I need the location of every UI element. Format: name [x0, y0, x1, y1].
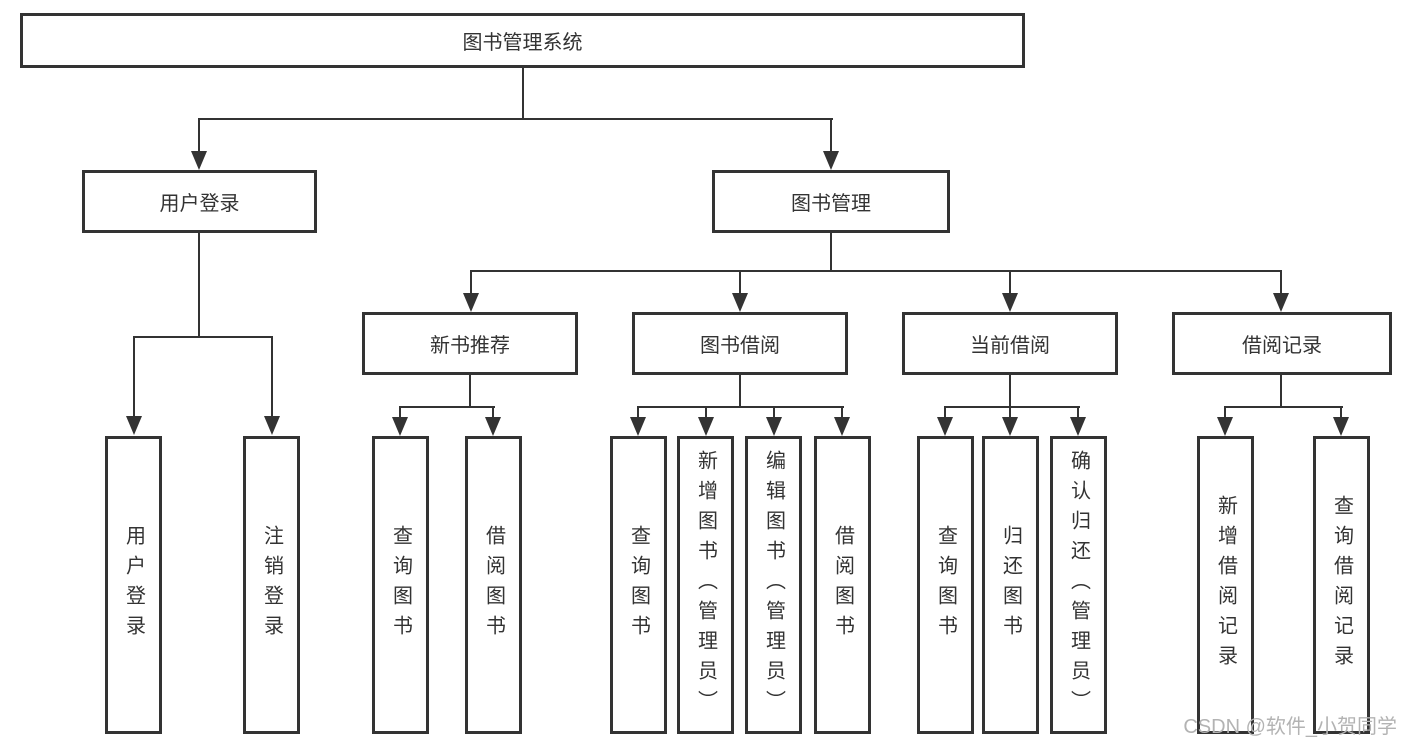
connector-line	[1280, 270, 1282, 294]
node-current-borrow: 当前借阅	[902, 312, 1118, 375]
leaf-borrow-books-label: 借阅图书	[831, 525, 854, 645]
node-user-login: 用户登录	[82, 170, 317, 233]
connector-line	[492, 406, 494, 418]
leaf-query-books-current-label: 查询图书	[934, 525, 957, 645]
node-borrow-records-label: 借阅记录	[1242, 335, 1322, 357]
connector-line	[830, 118, 832, 152]
connector-line	[1280, 375, 1282, 406]
connector-line	[1009, 406, 1011, 418]
connector-line	[1340, 406, 1342, 418]
connector-line	[773, 406, 775, 418]
node-book-management: 图书管理	[712, 170, 950, 233]
arrowhead	[834, 417, 850, 436]
arrowhead	[1273, 293, 1289, 312]
leaf-add-book-admin: 新增图书（管理员）	[677, 436, 734, 734]
leaf-add-borrow-record: 新增借阅记录	[1197, 436, 1254, 734]
connector-line	[830, 233, 832, 270]
node-root-label: 图书管理系统	[462, 32, 583, 54]
connector-line	[944, 406, 1080, 408]
arrowhead	[732, 293, 748, 312]
connector-line	[637, 406, 844, 408]
arrowhead	[485, 417, 501, 436]
connector-line	[133, 336, 135, 417]
node-borrow-records: 借阅记录	[1172, 312, 1392, 375]
connector-line	[470, 270, 472, 294]
leaf-query-borrow-record-label: 查询借阅记录	[1330, 495, 1353, 675]
connector-line	[1009, 270, 1011, 294]
arrowhead	[766, 417, 782, 436]
leaf-query-borrow-record: 查询借阅记录	[1313, 436, 1370, 734]
node-root: 图书管理系统	[20, 13, 1025, 68]
connector-line	[1224, 406, 1343, 408]
connector-line	[841, 406, 843, 418]
arrowhead	[1217, 417, 1233, 436]
node-current-borrow-label: 当前借阅	[970, 335, 1050, 357]
arrowhead	[698, 417, 714, 436]
arrowhead	[630, 417, 646, 436]
csdn-watermark: CSDN @软件_小贺同学	[1183, 716, 1397, 738]
connector-line	[522, 68, 524, 118]
arrowhead	[191, 151, 207, 170]
leaf-edit-book-admin: 编辑图书（管理员）	[745, 436, 802, 734]
leaf-edit-book-admin-label: 编辑图书（管理员）	[762, 450, 785, 720]
arrowhead	[1333, 417, 1349, 436]
leaf-return-book: 归还图书	[982, 436, 1039, 734]
leaf-query-books-current: 查询图书	[917, 436, 974, 734]
leaf-user-login-label: 用户登录	[122, 525, 145, 645]
connector-line	[739, 270, 741, 294]
leaf-logout-label: 注销登录	[260, 525, 283, 645]
connector-line	[399, 406, 401, 418]
leaf-return-book-label: 归还图书	[999, 525, 1022, 645]
arrowhead	[937, 417, 953, 436]
leaf-borrow-books-recommend-label: 借阅图书	[482, 525, 505, 645]
leaf-query-books-borrow-label: 查询图书	[627, 525, 650, 645]
connector-line	[1077, 406, 1079, 418]
connector-line	[470, 270, 1282, 272]
connector-line	[198, 118, 833, 120]
node-book-management-label: 图书管理	[791, 193, 871, 215]
connector-line	[198, 233, 200, 336]
connector-line	[739, 375, 741, 406]
leaf-add-borrow-record-label: 新增借阅记录	[1214, 495, 1237, 675]
arrowhead	[392, 417, 408, 436]
connector-line	[1224, 406, 1226, 418]
connector-line	[944, 406, 946, 418]
connector-line	[399, 406, 495, 408]
leaf-query-books-recommend: 查询图书	[372, 436, 429, 734]
leaf-query-books-recommend-label: 查询图书	[389, 525, 412, 645]
leaf-borrow-books: 借阅图书	[814, 436, 871, 734]
leaf-confirm-return-admin-label: 确认归还（管理员）	[1067, 450, 1090, 720]
arrowhead	[1002, 293, 1018, 312]
arrowhead	[463, 293, 479, 312]
leaf-confirm-return-admin: 确认归还（管理员）	[1050, 436, 1107, 734]
connector-line	[271, 336, 273, 417]
arrowhead	[1002, 417, 1018, 436]
connector-line	[133, 336, 273, 338]
arrowhead	[264, 416, 280, 435]
node-new-book-recommend: 新书推荐	[362, 312, 578, 375]
node-book-borrow-label: 图书借阅	[700, 335, 780, 357]
connector-line	[198, 118, 200, 152]
connector-line	[637, 406, 639, 418]
node-new-book-recommend-label: 新书推荐	[430, 335, 510, 357]
leaf-query-books-borrow: 查询图书	[610, 436, 667, 734]
arrowhead	[1070, 417, 1086, 436]
connector-line	[705, 406, 707, 418]
arrowhead	[823, 151, 839, 170]
node-user-login-label: 用户登录	[159, 193, 240, 215]
leaf-user-login: 用户登录	[105, 436, 162, 734]
connector-line	[1009, 375, 1011, 406]
node-book-borrow: 图书借阅	[632, 312, 848, 375]
leaf-borrow-books-recommend: 借阅图书	[465, 436, 522, 734]
leaf-logout: 注销登录	[243, 436, 300, 734]
leaf-add-book-admin-label: 新增图书（管理员）	[694, 450, 717, 720]
connector-line	[469, 375, 471, 406]
arrowhead	[126, 416, 142, 435]
